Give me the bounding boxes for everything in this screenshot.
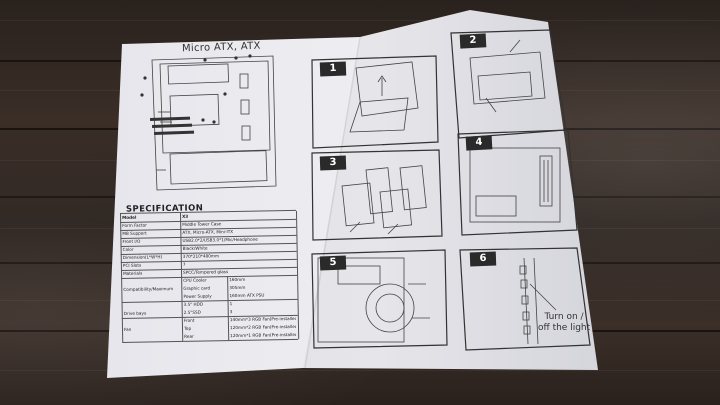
spec-table: Model X3 Form Factor Middle Tower Case M… [119,210,299,354]
light-callout: Turn on / off the light [538,312,590,334]
callout-line-2: off the light [538,323,591,333]
callout-line-1: Turn on / [544,312,584,322]
case-diagram [151,55,277,191]
spec-value: 120mm*1 RGB Fan(Pre-installed) [230,331,297,339]
step-number-3: 3 [319,155,347,171]
step-number-6: 6 [469,251,497,267]
panel-4 [457,129,578,236]
step-number-5: 5 [319,255,347,271]
panel-1 [311,55,439,149]
step-number-2: 2 [459,33,487,49]
step-number-1: 1 [319,61,347,77]
panel-6 [459,247,591,351]
panel-5 [311,249,448,349]
panel-3 [311,149,443,241]
step-number-4: 4 [465,135,493,151]
spec-subitem: Rear [184,333,194,339]
table-row: Rear 120mm*1 RGB Fan(Pre-installed) [122,330,299,343]
